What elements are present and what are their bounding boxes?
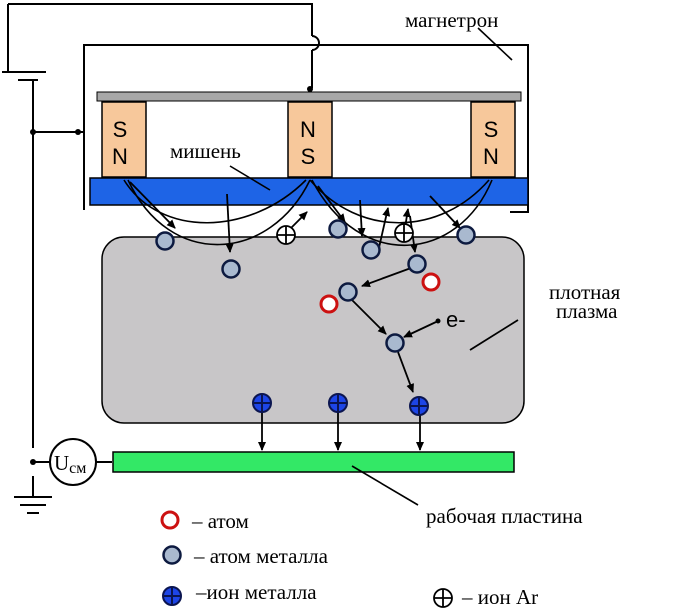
legend-metal-ion-icon xyxy=(162,586,182,606)
metal-atom xyxy=(361,240,381,260)
ar-ion xyxy=(394,223,414,243)
metal-atom xyxy=(338,282,358,302)
legend-metal-atom-text: – атом металла xyxy=(193,544,329,568)
legend-metal-atom-icon xyxy=(162,545,182,565)
electron-dot xyxy=(435,318,441,324)
magnet-right-bottom-pole: N xyxy=(483,144,499,169)
legend-metal-ion-text: –ион металла xyxy=(195,580,317,604)
magnet-center xyxy=(287,101,333,178)
target-label: мишень xyxy=(170,139,241,163)
metal-atom xyxy=(385,333,405,353)
metal-atom xyxy=(328,219,348,239)
junction-dot xyxy=(75,129,81,135)
magnetic-field-lines xyxy=(123,179,493,247)
wiring xyxy=(7,3,529,496)
legend-atom-icon xyxy=(160,510,180,530)
substrate xyxy=(112,451,515,473)
battery-symbol xyxy=(2,68,46,84)
metal-ion xyxy=(328,393,348,413)
junction-dot xyxy=(30,129,36,135)
atom xyxy=(421,272,441,292)
bias-voltage-source xyxy=(49,438,97,486)
atom xyxy=(319,294,339,314)
metal-ions xyxy=(252,393,429,416)
metal-ion xyxy=(409,396,429,416)
label-leaders xyxy=(229,27,513,506)
magnet-right-top-pole: S xyxy=(484,117,499,142)
legend-atom-text: – атом xyxy=(191,509,249,533)
ar-ions xyxy=(276,223,414,245)
dense-plasma xyxy=(101,236,525,424)
metal-atom xyxy=(221,259,241,279)
atoms xyxy=(319,272,441,314)
electron-label: e- xyxy=(446,307,466,332)
metal-atom xyxy=(155,231,175,251)
magnet-center-bottom-pole: S xyxy=(301,144,316,169)
plasma-label-line2: плазма xyxy=(556,299,618,323)
magnet-left-top-pole: S xyxy=(113,117,128,142)
ground-symbol xyxy=(14,496,52,514)
junction-dot xyxy=(307,86,313,92)
ar-ion xyxy=(276,225,296,245)
substrate-label: рабочая пластина xyxy=(426,504,583,528)
magnet-left xyxy=(101,101,147,178)
magnet-center-top-pole: N xyxy=(300,117,316,142)
junction-dot xyxy=(30,459,36,465)
metal-atom xyxy=(456,225,476,245)
bias-voltage-label: Uсм xyxy=(54,451,86,477)
plasma-label-line1: плотная xyxy=(549,280,621,304)
magnetron-top-plate xyxy=(96,91,522,102)
legend-ar-ion-text: – ион Ar xyxy=(461,585,538,609)
magnet-left-bottom-pole: N xyxy=(112,144,128,169)
metal-ion xyxy=(252,393,272,413)
metal-atoms xyxy=(155,219,476,353)
magnetron-label: магнетрон xyxy=(405,8,498,32)
legend: – атом – атом металла –ион металла – ион… xyxy=(160,509,538,609)
legend-ar-ion-icon xyxy=(433,588,453,608)
magnet-right xyxy=(470,101,516,178)
particle-trajectories xyxy=(129,181,519,451)
metal-atom xyxy=(407,254,427,274)
